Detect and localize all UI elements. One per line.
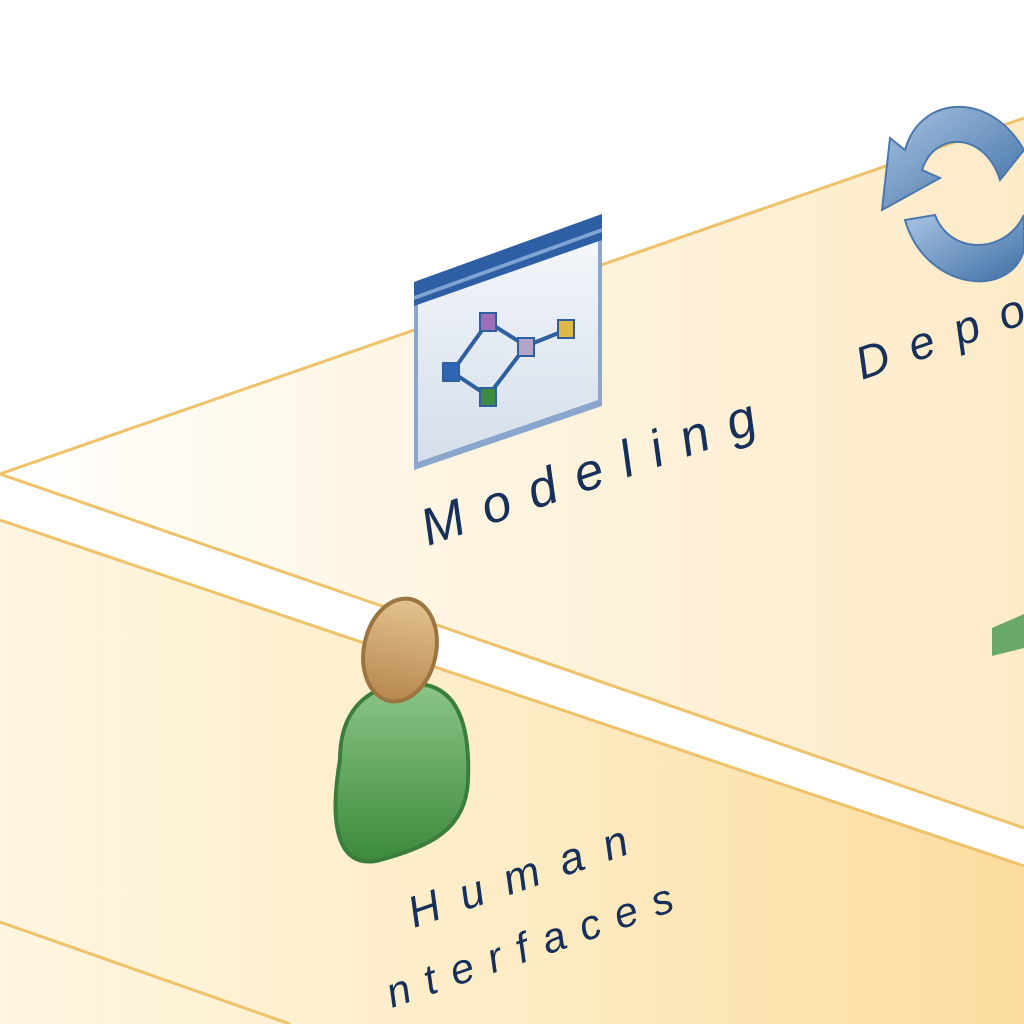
deploy-cycle-icon xyxy=(880,105,1024,283)
upper-plane-edge-front xyxy=(0,472,1024,830)
person-icon xyxy=(333,596,471,864)
modeling-window-icon xyxy=(414,214,602,470)
upper-plane xyxy=(0,118,1024,828)
lower-plane-edge-back xyxy=(0,518,1024,868)
lower-plane xyxy=(0,520,1024,1024)
arrow-icon xyxy=(992,614,1024,656)
lower-plane-edge-front xyxy=(0,920,291,1024)
